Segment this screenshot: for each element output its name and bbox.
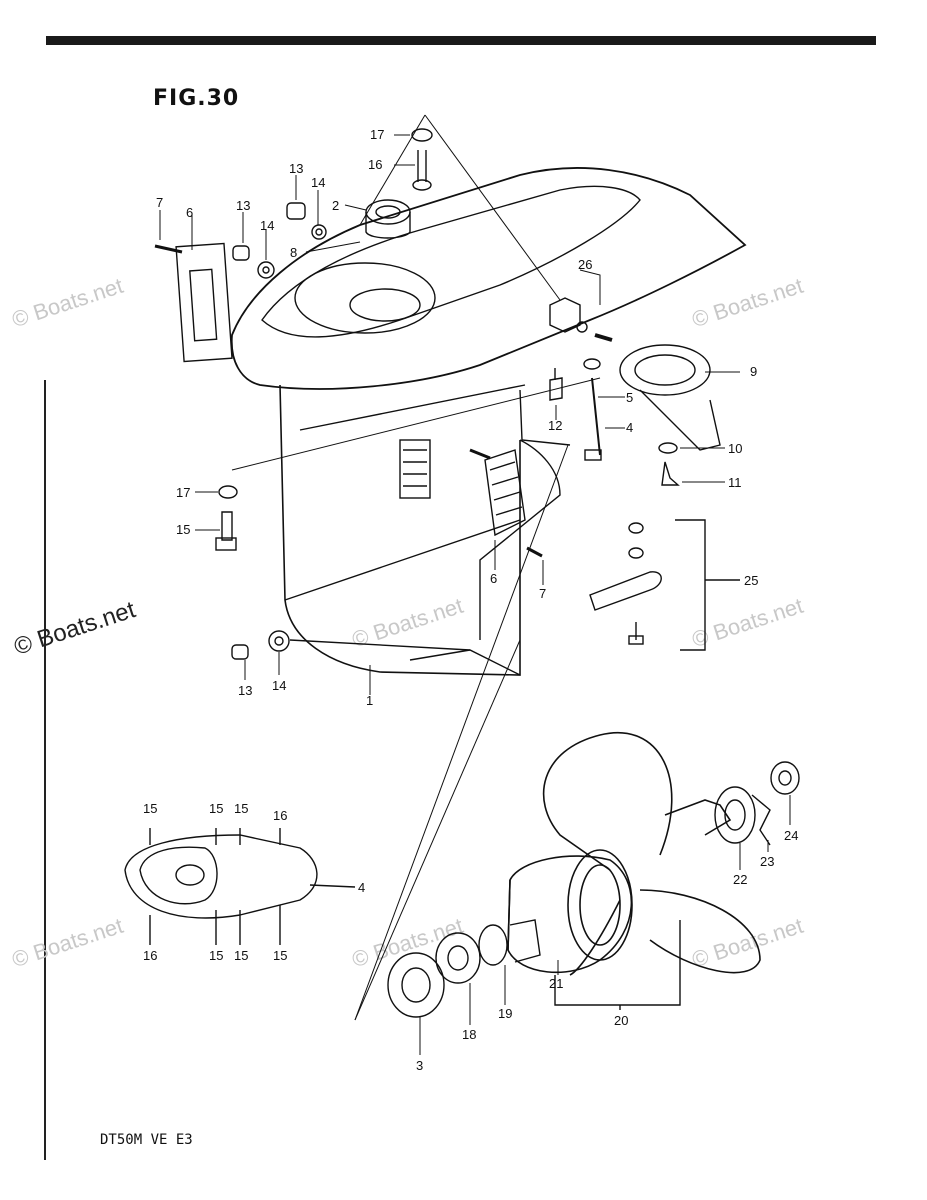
part-label: 22 [733, 872, 747, 887]
kit-25 [589, 519, 740, 651]
part-label: 15 [234, 801, 248, 816]
part-label: 15 [209, 801, 223, 816]
part-label: 21 [549, 976, 563, 991]
part-label: 6 [490, 571, 497, 586]
part-label: 17 [176, 485, 190, 500]
part-label: 7 [156, 195, 163, 210]
part-label: 19 [498, 1006, 512, 1021]
part-label: 16 [273, 808, 287, 823]
bearing-part [365, 199, 411, 239]
part-label: 16 [143, 948, 157, 963]
leader-lines [159, 134, 791, 1055]
part-label: 16 [368, 157, 382, 172]
part-number-labels: 17 16 2 8 13 14 13 14 7 6 26 9 5 4 12 10… [143, 127, 798, 1073]
part-label: 15 [234, 948, 248, 963]
gearcase-housing [230, 167, 747, 676]
part-label: 8 [290, 245, 297, 260]
bottom-cover-view [124, 828, 356, 945]
anode-left [154, 242, 233, 363]
prop-shaft-parts [387, 761, 800, 1018]
part-label: 14 [272, 678, 286, 693]
anode-right [469, 448, 543, 558]
part-label: 23 [760, 854, 774, 869]
part-label: 12 [548, 418, 562, 433]
model-code: DT50M VE E3 [100, 1132, 193, 1148]
part-label: 14 [260, 218, 274, 233]
part-label: 26 [578, 257, 592, 272]
part-label: 5 [626, 390, 633, 405]
figure-title: FIG.30 [153, 86, 240, 111]
part-label: 1 [366, 693, 373, 708]
propeller [507, 732, 761, 976]
part-label: 3 [416, 1058, 423, 1073]
left-margin-rule [44, 380, 46, 1160]
top-border-bar [46, 36, 876, 45]
part-label: 13 [289, 161, 303, 176]
part-label: 4 [626, 420, 633, 435]
guide-lines [231, 114, 601, 1021]
top-bolt [411, 128, 433, 191]
part-label: 18 [462, 1027, 476, 1042]
part-label: 11 [728, 475, 742, 490]
part-label: 20 [614, 1013, 628, 1028]
part-label: 15 [209, 948, 223, 963]
bushing-parts [231, 202, 327, 660]
part-label: 10 [728, 441, 742, 456]
part-label: 14 [311, 175, 325, 190]
part-label: 4 [358, 880, 365, 895]
part-label: 17 [370, 127, 384, 142]
part-label: 15 [143, 801, 157, 816]
part-label: 2 [332, 198, 339, 213]
part-label: 7 [539, 586, 546, 601]
part-label: 6 [186, 205, 193, 220]
part-label: 13 [236, 198, 250, 213]
side-bolts [215, 485, 238, 551]
part-label: 9 [750, 364, 757, 379]
part-label: 13 [238, 683, 252, 698]
part-label: 25 [744, 573, 758, 588]
part-label: 15 [176, 522, 190, 537]
part-label: 24 [784, 828, 798, 843]
part-label: 15 [273, 948, 287, 963]
